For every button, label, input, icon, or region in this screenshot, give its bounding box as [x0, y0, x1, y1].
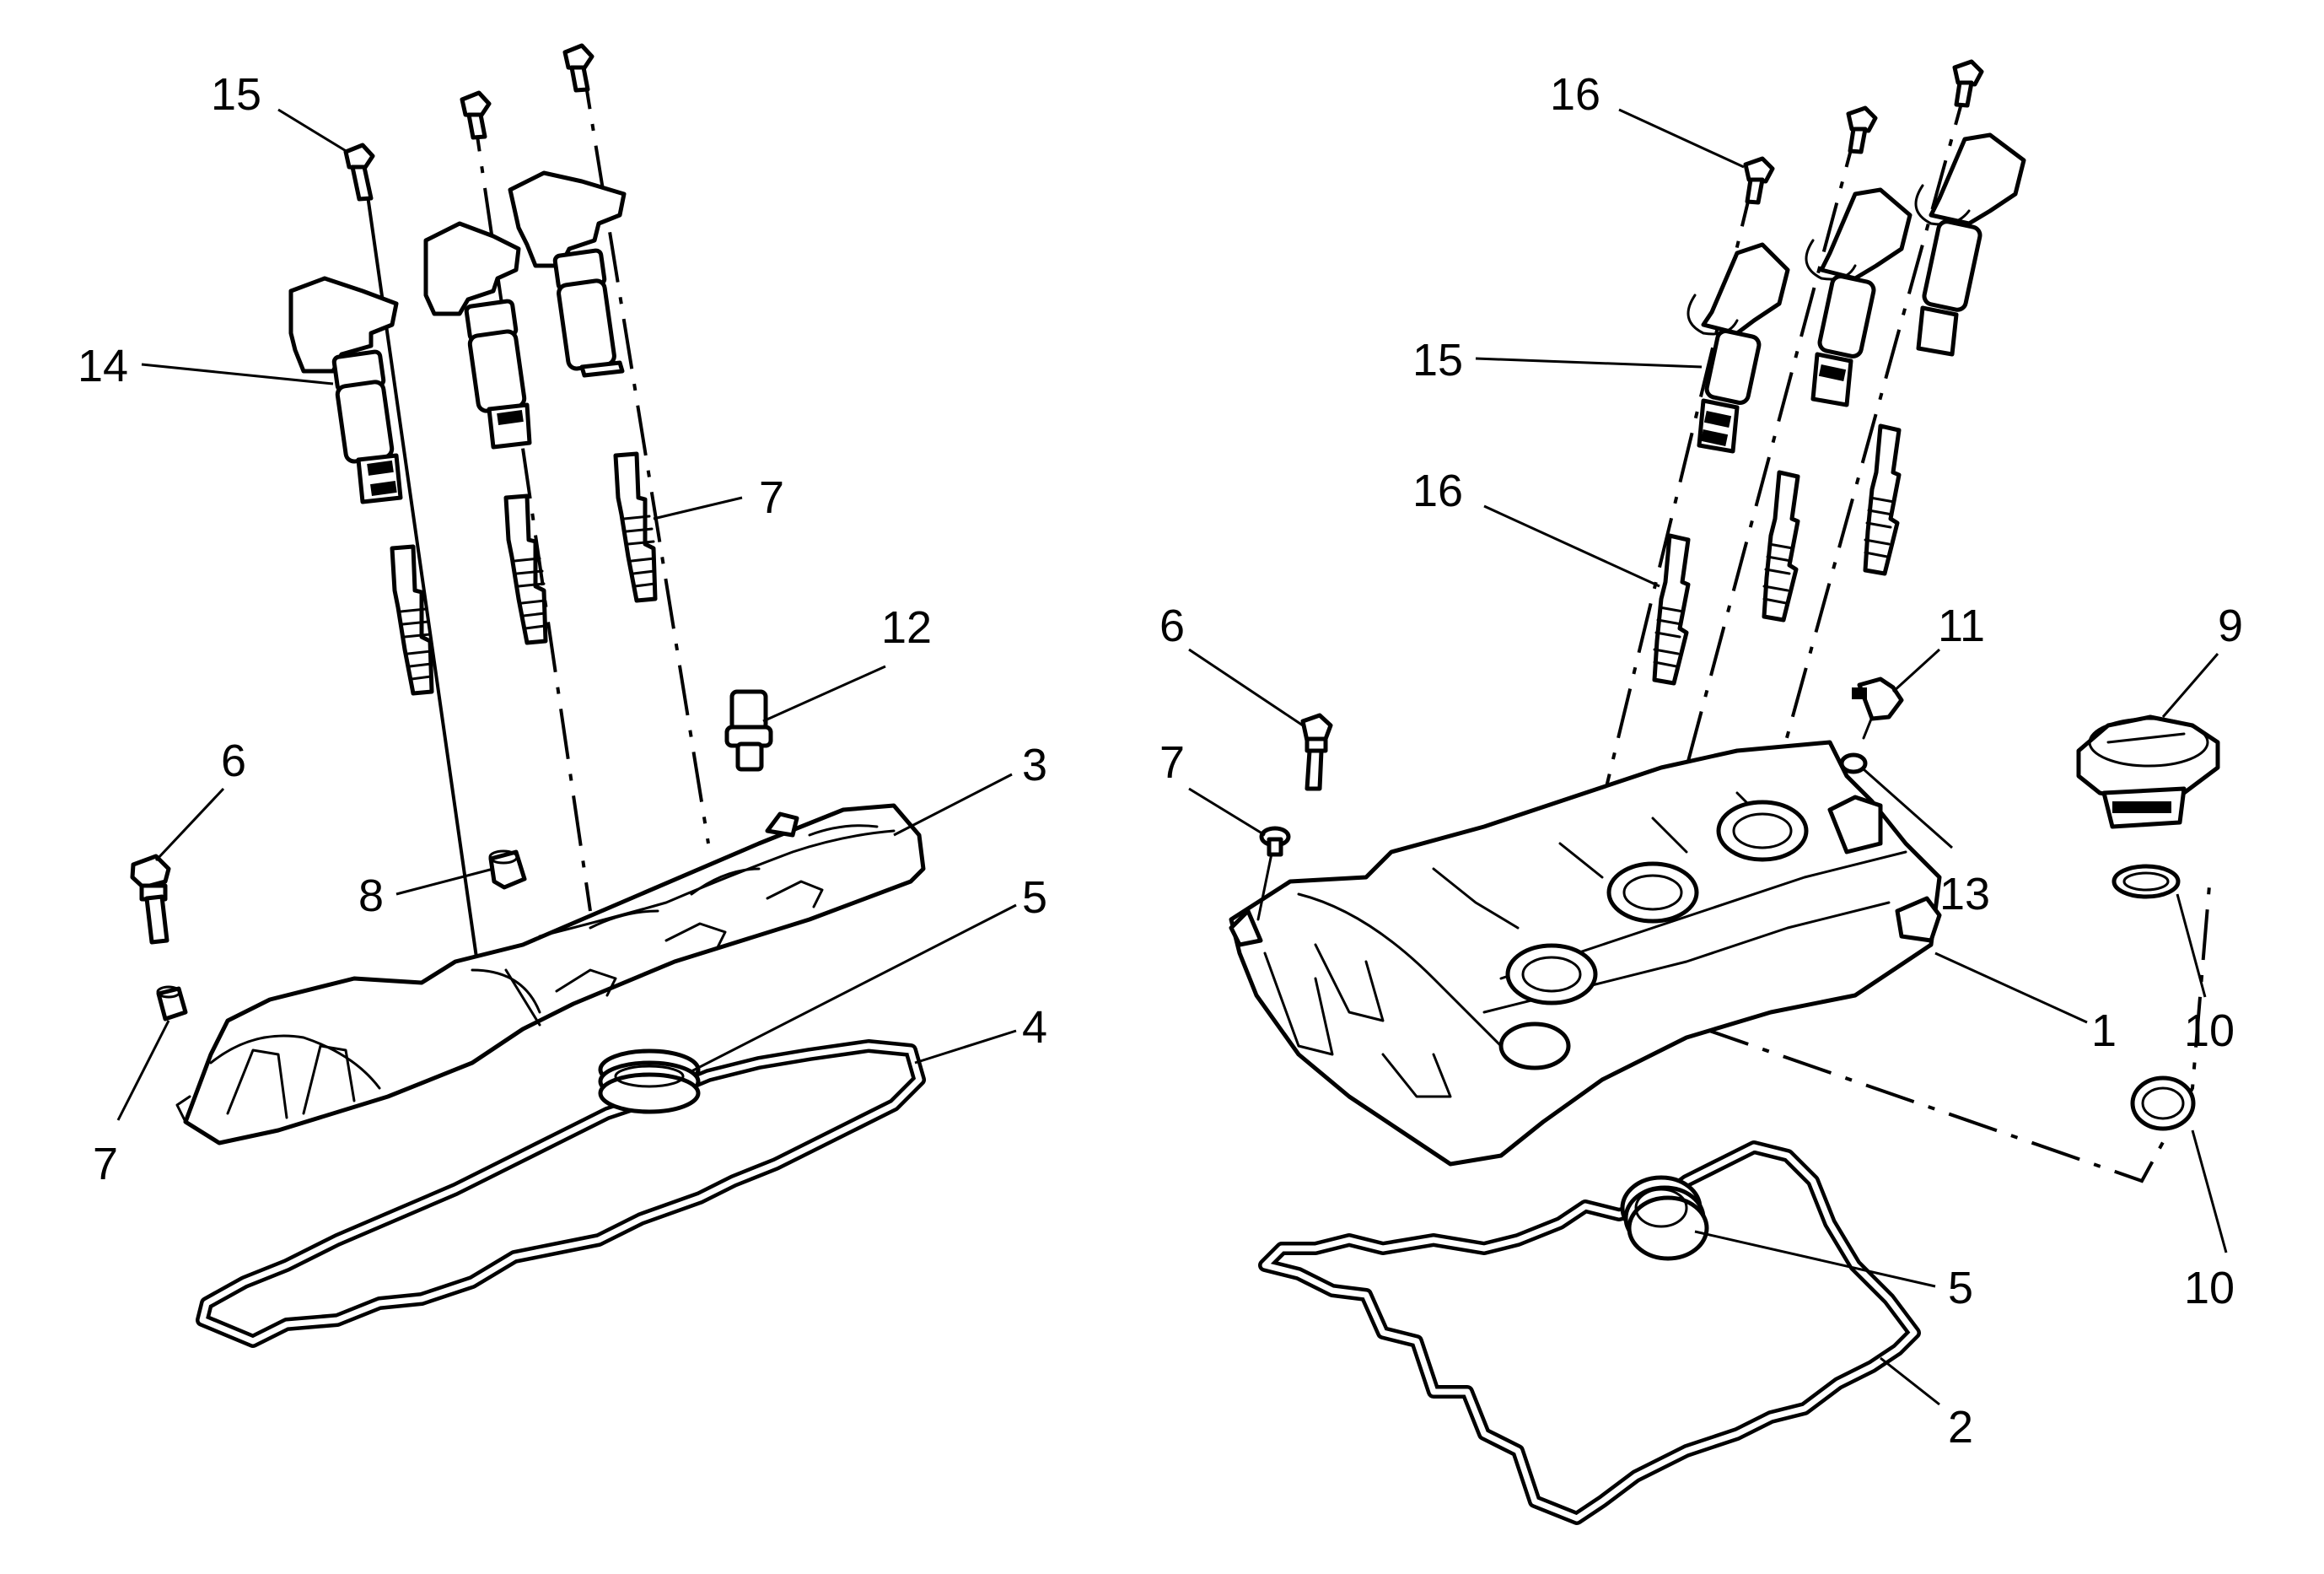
right-gasket [1258, 1140, 1921, 1525]
callout-7: 7 [1159, 737, 1185, 788]
left-assembly: 15 14 7 12 6 3 8 5 4 7 [78, 43, 1047, 1348]
right-spark-plugs [1652, 423, 1902, 686]
right-valve-cover [1229, 740, 1942, 1167]
callout-14: 14 [78, 341, 128, 391]
callout-15: 15 [211, 69, 261, 120]
right-assembly: 16 15 16 6 7 11 9 13 1 10 10 5 2 [1159, 59, 2243, 1525]
right-o-ring-13 [1839, 752, 1868, 774]
left-gasket [196, 1039, 926, 1348]
left-tube-seal [598, 1048, 701, 1114]
callout-4: 4 [1022, 1002, 1047, 1053]
callout-16: 16 [1412, 466, 1463, 516]
right-sensor [1852, 676, 1904, 740]
callout-11: 11 [1938, 601, 1985, 651]
callout-1: 1 [2091, 1005, 2117, 1056]
right-coil-bolts [1743, 59, 1984, 205]
right-callouts: 16 15 16 6 7 11 9 13 1 10 10 5 2 [1159, 69, 2243, 1453]
left-coil-bolts [343, 43, 594, 202]
callout-10: 10 [2184, 1005, 2235, 1056]
callout-5: 5 [1948, 1263, 1973, 1313]
left-ignition-coil-3 [508, 170, 627, 378]
right-oil-fill-cap [2076, 714, 2220, 829]
left-ignition-coil-1 [288, 276, 403, 504]
left-ignition-coil-2 [423, 221, 532, 450]
right-seal-lower [2130, 1075, 2196, 1131]
callout-5: 5 [1022, 872, 1047, 923]
right-seal-upper [2112, 864, 2181, 899]
left-pcv-fitting [724, 689, 773, 772]
callout-13: 13 [1939, 869, 1990, 919]
right-bolt [1300, 713, 1333, 791]
left-leader-lines [116, 108, 1017, 1121]
right-washer [1256, 826, 1291, 921]
callout-8: 8 [358, 871, 384, 921]
left-spark-plugs [390, 451, 658, 696]
callout-10: 10 [2184, 1263, 2235, 1313]
callout-16: 16 [1550, 69, 1600, 120]
callout-7: 7 [93, 1139, 118, 1189]
callout-15: 15 [1412, 335, 1463, 385]
callout-9: 9 [2218, 601, 2243, 651]
callout-2: 2 [1948, 1402, 1973, 1453]
left-valve-cover [175, 803, 926, 1145]
left-lower-grommet [156, 985, 188, 1021]
right-leader-lines [1188, 108, 2228, 1406]
right-ignition-coil-1 [1687, 242, 1790, 454]
left-bolt [130, 854, 171, 945]
callout-6: 6 [221, 736, 246, 786]
left-callouts: 15 14 7 12 6 3 8 5 4 7 [78, 69, 1047, 1189]
right-tube-seal [1620, 1175, 1709, 1261]
callout-3: 3 [1022, 740, 1047, 790]
left-grommet [488, 849, 527, 890]
right-ignition-coil-3 [1914, 132, 2026, 357]
right-ignition-coil-2 [1805, 187, 1912, 407]
callout-12: 12 [881, 602, 932, 653]
callout-7: 7 [759, 472, 784, 523]
callout-6: 6 [1159, 601, 1185, 651]
